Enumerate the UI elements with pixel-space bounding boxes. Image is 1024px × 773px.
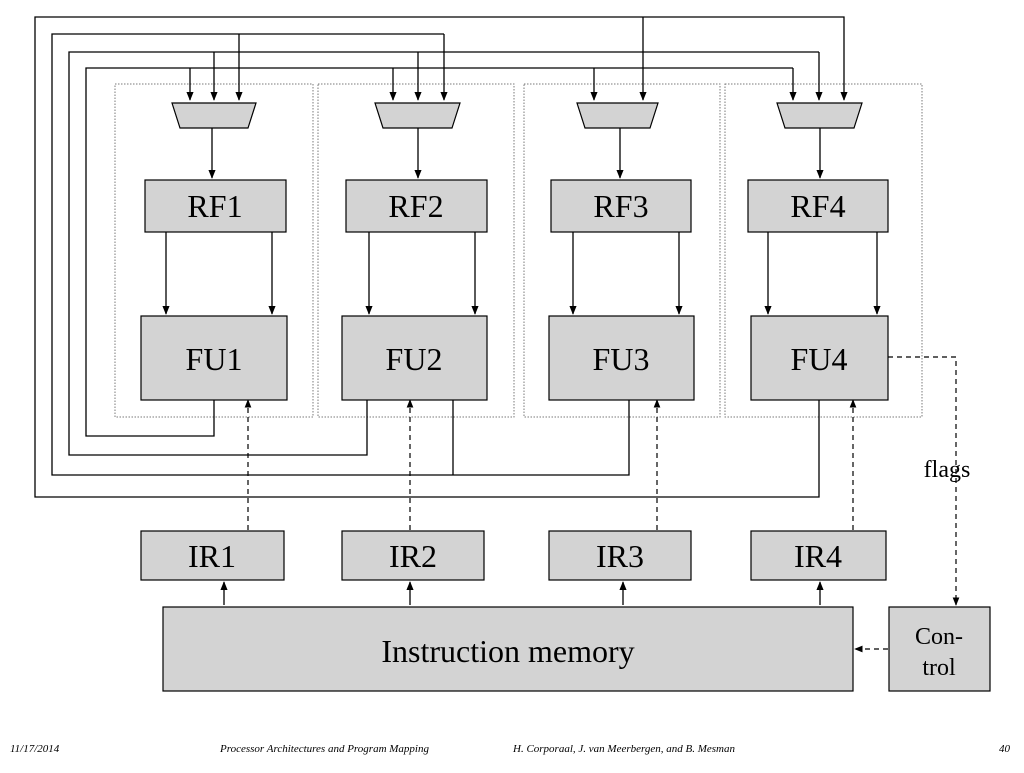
ir2-box	[341, 530, 485, 581]
feedback-buses	[34, 16, 848, 498]
fu3-box	[548, 315, 695, 401]
control-box	[888, 606, 991, 692]
fu3-label: FU3	[593, 341, 650, 377]
rf3-box	[550, 179, 692, 233]
ir4-box	[750, 530, 887, 581]
rf2-label: RF2	[388, 188, 443, 224]
ir3-label: IR3	[596, 538, 644, 574]
fu4-label: FU4	[791, 341, 848, 377]
fu4-box	[750, 315, 889, 401]
cluster-4-outline	[724, 83, 923, 418]
mux-1	[171, 102, 257, 129]
mux-4	[776, 102, 863, 129]
fu4-bus	[34, 16, 848, 498]
labels: RF1 RF2 RF3 RF4 FU1 FU2 FU3 FU4 IR1 IR2 …	[186, 188, 848, 669]
footer-date: 11/17/2014	[10, 743, 60, 755]
fu1-bus	[85, 67, 793, 437]
control-arrows	[244, 356, 960, 653]
fu1-label: FU1	[186, 341, 243, 377]
footer-page-number: 40	[999, 743, 1010, 755]
small-labels: Con- trol flags	[915, 457, 970, 681]
rf3-label: RF3	[593, 188, 648, 224]
fu2-box	[341, 315, 488, 401]
instruction-memory-label: Instruction memory	[381, 633, 634, 669]
mux-2	[374, 102, 461, 129]
ir4-label: IR4	[794, 538, 842, 574]
rf2-box	[345, 179, 488, 233]
rf4-label: RF4	[790, 188, 845, 224]
rf1-label: RF1	[187, 188, 242, 224]
ir1-box	[140, 530, 285, 581]
register-files	[144, 179, 889, 233]
control-label-line-2: trol	[922, 655, 956, 681]
fu3-bus	[51, 33, 630, 476]
cluster-2-outline	[317, 83, 515, 418]
cluster-3-outline	[523, 83, 721, 418]
muxes	[171, 102, 863, 129]
instruction-memory-box	[162, 606, 854, 692]
flags-label: flags	[924, 457, 971, 483]
fu1-box	[140, 315, 288, 401]
instruction-registers	[140, 530, 887, 581]
rf1-box	[144, 179, 287, 233]
mux-3	[576, 102, 659, 129]
rf4-box	[747, 179, 889, 233]
datapath-arrows	[162, 128, 881, 605]
footer-course: Processor Architectures and Program Mapp…	[220, 743, 429, 755]
flags-line	[888, 356, 960, 606]
functional-units	[140, 315, 889, 401]
control-label-line-1: Con-	[915, 624, 963, 650]
footer-authors: H. Corporaal, J. van Meerbergen, and B. …	[513, 743, 735, 755]
fu2-bus	[68, 51, 819, 456]
fu2-label: FU2	[386, 341, 443, 377]
ir2-label: IR2	[389, 538, 437, 574]
ir3-box	[548, 530, 692, 581]
ir1-label: IR1	[188, 538, 236, 574]
